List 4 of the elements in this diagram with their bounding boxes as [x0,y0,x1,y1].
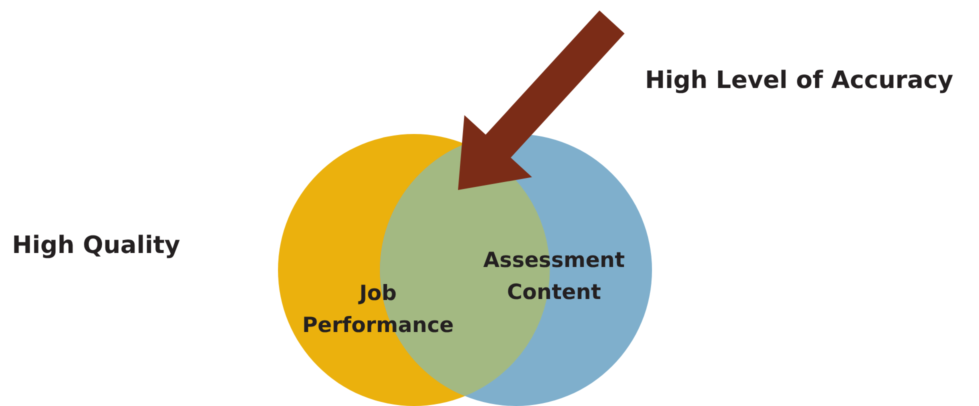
heading-label: High Quality [12,231,180,259]
circle-label: Assessment Content [482,247,626,306]
heading-label: High Level of Accuracy [645,66,954,94]
arrow [458,10,625,190]
